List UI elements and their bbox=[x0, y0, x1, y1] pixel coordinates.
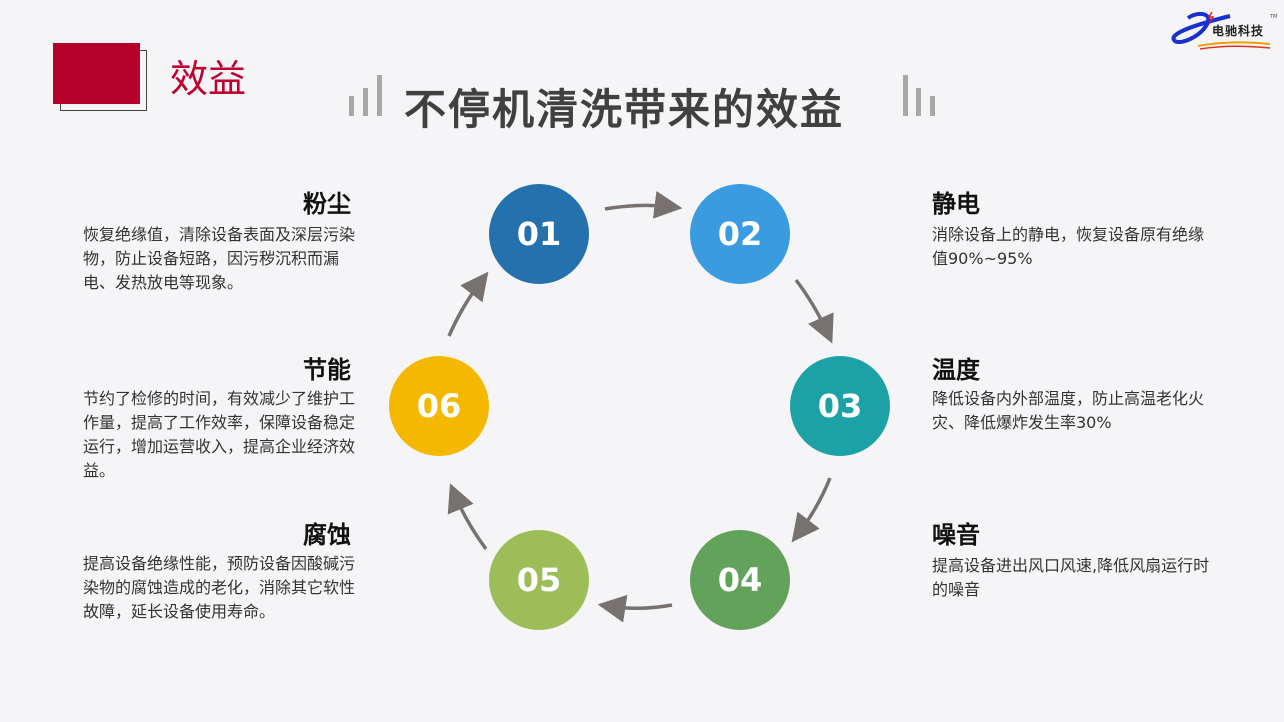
title-bar-decoration bbox=[903, 75, 908, 116]
step-circle-06: 06 bbox=[389, 356, 489, 456]
benefit-title: 粉尘 bbox=[303, 190, 351, 218]
benefit-title: 节能 bbox=[303, 356, 351, 384]
header-red-block bbox=[53, 43, 140, 104]
benefit-energy: 节能 节约了检修的时间，有效减少了维护工作量，提高了工作效率，保障设备稳定运行，… bbox=[83, 350, 358, 483]
title-bar-decoration bbox=[916, 88, 921, 116]
benefit-corrosion: 腐蚀 提高设备绝缘性能，预防设备因酸碱污染物的腐蚀造成的老化，消除其它软性故障，… bbox=[83, 515, 358, 624]
benefit-title: 温度 bbox=[932, 356, 980, 384]
title-bar-decoration bbox=[363, 88, 368, 116]
title-bar-decoration bbox=[930, 96, 935, 116]
benefit-static: 静电 消除设备上的静电，恢复设备原有绝缘值90%~95% bbox=[932, 184, 1212, 271]
benefit-title: 噪音 bbox=[932, 521, 980, 549]
title-bar-decoration bbox=[349, 96, 354, 116]
arrow-01-02 bbox=[604, 190, 683, 219]
benefit-dust: 粉尘 恢复绝缘值，清除设备表面及深层污染物，防止设备短路，因污秽沉积而漏电、发热… bbox=[83, 184, 358, 295]
benefit-title: 静电 bbox=[932, 190, 980, 218]
benefit-description: 恢复绝缘值，清除设备表面及深层污染物，防止设备短路，因污秽沉积而漏电、发热放电等… bbox=[83, 225, 356, 292]
step-circle-03: 03 bbox=[790, 356, 890, 456]
step-circle-05: 05 bbox=[489, 530, 589, 630]
benefit-title: 腐蚀 bbox=[303, 521, 351, 549]
step-circle-01: 01 bbox=[489, 184, 589, 284]
step-circle-04: 04 bbox=[690, 530, 790, 630]
section-tag: 效益 bbox=[170, 57, 247, 101]
step-circle-02: 02 bbox=[690, 184, 790, 284]
arrow-06-01 bbox=[447, 271, 489, 337]
arrow-03-04 bbox=[791, 477, 832, 543]
benefit-description: 提高设备进出风口风速,降低风扇运行时的噪音 bbox=[932, 556, 1210, 599]
title-bar-decoration bbox=[377, 75, 382, 116]
benefit-noise: 噪音 提高设备进出风口风速,降低风扇运行时的噪音 bbox=[932, 515, 1212, 602]
arrow-02-03 bbox=[794, 278, 834, 344]
company-logo: 电驰科技 TM bbox=[1170, 4, 1280, 56]
benefit-description: 节约了检修的时间，有效减少了维护工作量，提高了工作效率，保障设备稳定运行，增加运… bbox=[83, 389, 356, 480]
benefit-temperature: 温度 降低设备内外部温度，防止高温老化火灾、降低爆炸发生率30% bbox=[932, 350, 1212, 435]
benefit-description: 降低设备内外部温度，防止高温老化火灾、降低爆炸发生率30% bbox=[932, 389, 1205, 432]
benefit-description: 提高设备绝缘性能，预防设备因酸碱污染物的腐蚀造成的老化，消除其它软性故障，延长设… bbox=[83, 554, 356, 621]
benefit-description: 消除设备上的静电，恢复设备原有绝缘值90%~95% bbox=[932, 225, 1205, 268]
page-title: 不停机清洗带来的效益 bbox=[404, 85, 845, 134]
arrow-04-05 bbox=[597, 594, 673, 623]
arrow-05-06 bbox=[447, 483, 488, 551]
